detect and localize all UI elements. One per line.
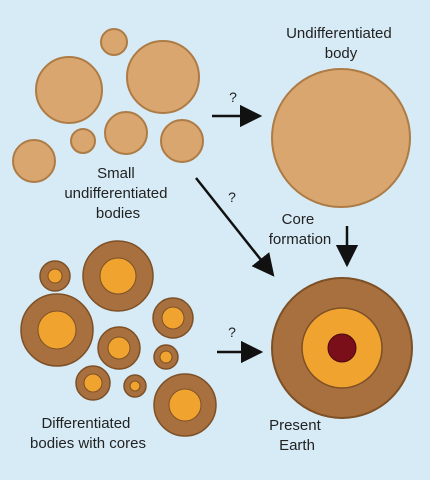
undiff-body-label-line1: Undifferentiated <box>286 25 392 42</box>
small-body <box>70 128 96 154</box>
present-earth-label-line2: Earth <box>279 437 315 454</box>
differentiated-label-line2: bodies with cores <box>30 435 146 452</box>
differentiated-bodies-label: Differentiated bodies with cores <box>30 415 146 452</box>
question-mark: ? <box>229 89 237 105</box>
differentiated-body <box>75 365 111 401</box>
question-mark: ? <box>228 324 236 340</box>
differentiated-body <box>82 240 154 312</box>
differentiated-bodies <box>20 240 217 437</box>
differentiated-body <box>152 297 194 339</box>
small-bodies-label-line3: bodies <box>96 205 140 222</box>
small-body <box>100 28 128 56</box>
present-earth <box>271 277 413 419</box>
differentiated-body <box>20 293 94 367</box>
core-formation-label-line1: Core <box>282 211 315 228</box>
core-formation-label: Core formation <box>269 211 332 248</box>
differentiated-label-line1: Differentiated <box>41 415 130 432</box>
small-body <box>12 139 56 183</box>
arrow-from-differentiated-bodies: ? <box>217 324 264 364</box>
small-bodies-label: Small undifferentiated bodies <box>64 165 171 222</box>
differentiated-body <box>123 374 147 398</box>
undiff-body-label-line2: body <box>325 45 358 62</box>
differentiated-body <box>39 260 71 292</box>
core-formation-label-line2: formation <box>269 231 332 248</box>
small-undifferentiated-bodies <box>12 28 204 183</box>
differentiated-body <box>153 373 217 437</box>
small-bodies-label-line1: Small <box>97 165 135 182</box>
differentiated-body <box>97 326 141 370</box>
arrow-to-undifferentiated-body: ? <box>212 89 263 128</box>
differentiated-body <box>153 344 179 370</box>
small-body <box>104 111 148 155</box>
present-earth-label: Present Earth <box>269 417 325 454</box>
undifferentiated-body-label: Undifferentiated body <box>286 25 396 62</box>
present-earth-label-line1: Present <box>269 417 322 434</box>
question-mark: ? <box>228 189 236 205</box>
small-body <box>35 56 103 124</box>
undifferentiated-body <box>271 68 411 208</box>
small-body <box>126 40 200 114</box>
small-body <box>160 119 204 163</box>
arrow-to-present-earth-diagonal: ? <box>195 177 275 277</box>
small-bodies-label-line2: undifferentiated <box>64 185 167 202</box>
earth-inner-core <box>327 333 357 363</box>
